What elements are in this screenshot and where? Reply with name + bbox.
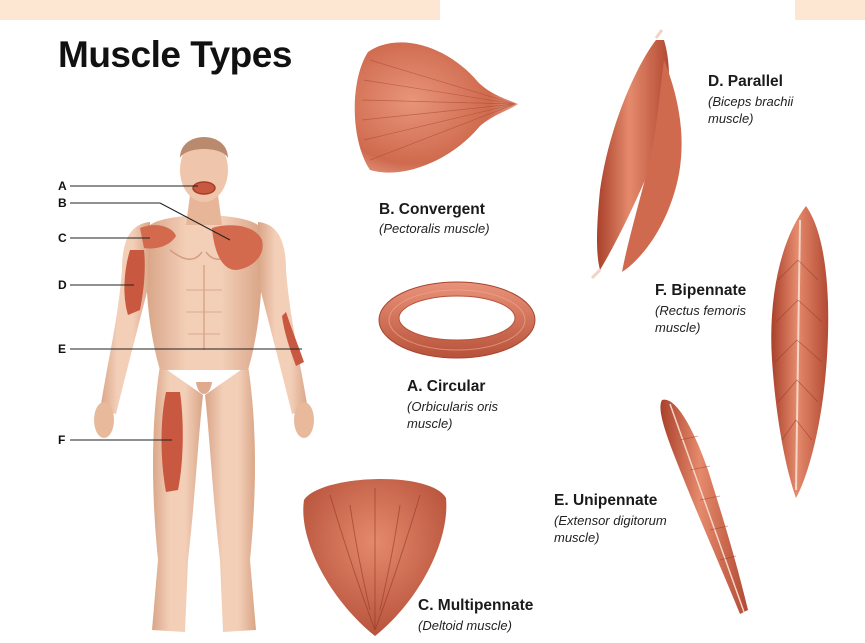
figure-letter-d: D bbox=[58, 278, 67, 292]
convergent-muscle-illustration bbox=[355, 42, 518, 172]
figure-letter-b: B bbox=[58, 196, 67, 210]
unipennate-caption-title: E. Unipennate bbox=[554, 492, 657, 510]
parallel-caption-subtitle-2: muscle) bbox=[708, 111, 754, 127]
figure-letter-f: F bbox=[58, 433, 65, 447]
bipennate-caption-title: F. Bipennate bbox=[655, 282, 746, 300]
human-body-figure bbox=[94, 137, 314, 632]
unipennate-caption-subtitle-1: (Extensor digitorum bbox=[554, 513, 667, 529]
figure-letter-a: A bbox=[58, 179, 67, 193]
multipennate-caption-subtitle: (Deltoid muscle) bbox=[418, 618, 512, 634]
convergent-caption-title: B. Convergent bbox=[379, 201, 485, 219]
parallel-caption-subtitle-1: (Biceps brachii bbox=[708, 94, 793, 110]
bipennate-caption-subtitle-2: muscle) bbox=[655, 320, 701, 336]
page-title: Muscle Types bbox=[58, 34, 292, 76]
unipennate-muscle-illustration bbox=[660, 400, 748, 614]
circular-muscle-illustration bbox=[379, 282, 535, 358]
figure-mouth-muscle bbox=[193, 182, 215, 194]
circular-caption-title: A. Circular bbox=[407, 378, 485, 396]
circular-caption-subtitle-1: (Orbicularis oris bbox=[407, 399, 498, 415]
figure-letter-c: C bbox=[58, 231, 67, 245]
convergent-caption-subtitle: (Pectoralis muscle) bbox=[379, 221, 490, 237]
bipennate-caption-subtitle-1: (Rectus femoris bbox=[655, 303, 746, 319]
circular-caption-subtitle-2: muscle) bbox=[407, 416, 453, 432]
parallel-caption-title: D. Parallel bbox=[708, 73, 783, 91]
figure-letter-e: E bbox=[58, 342, 66, 356]
unipennate-caption-subtitle-2: muscle) bbox=[554, 530, 600, 546]
figure-thigh-muscle bbox=[162, 392, 183, 492]
parallel-muscle-illustration bbox=[592, 30, 682, 278]
bipennate-muscle-illustration bbox=[771, 206, 828, 498]
multipennate-caption-title: C. Multipennate bbox=[418, 597, 533, 615]
